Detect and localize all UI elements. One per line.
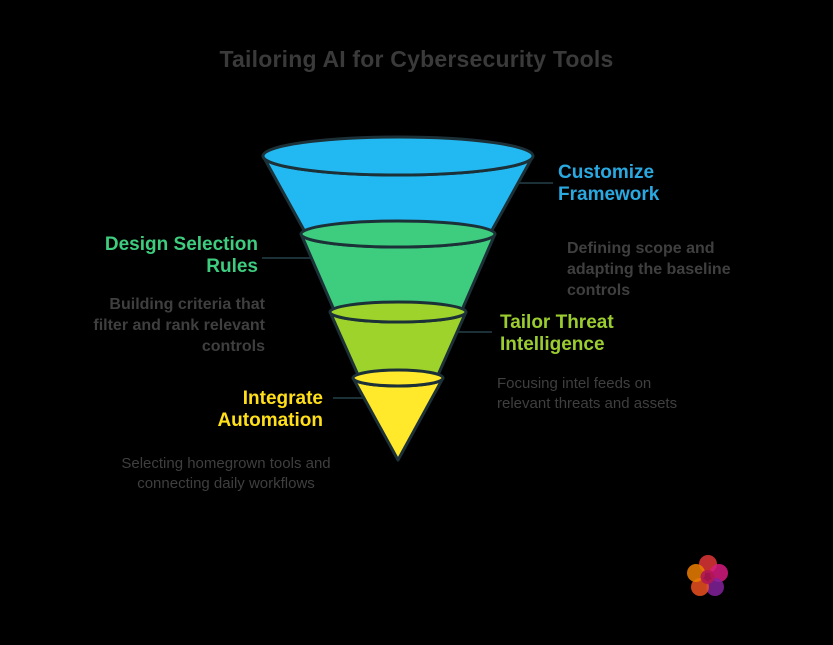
stage-description-design-selection-rules: Building criteria that filter and rank r…	[93, 296, 265, 355]
funnel-rim-customize-framework	[261, 135, 535, 177]
napkin-ai-logo-icon	[687, 555, 728, 596]
stage-description-integrate-automation: Selecting homegrown tools and connecting…	[121, 455, 331, 492]
stage-label-line: Automation	[217, 410, 323, 431]
stage-label-customize-framework: Customize Framework	[558, 162, 659, 206]
stage-label-line: Framework	[558, 184, 660, 205]
funnel-rim-design-selection-rules	[299, 219, 497, 249]
stage-label-line: Intelligence	[500, 334, 605, 355]
funnel-rim-integrate-automation	[351, 368, 445, 388]
funnel-rim-tailor-threat-intelligence	[328, 300, 468, 324]
stage-description-tailor-threat-intelligence: Focusing intel feeds on relevant threats…	[497, 375, 678, 412]
funnel-segment-integrate-automation	[351, 376, 445, 462]
stage-label-line: Tailor Threat	[500, 312, 614, 333]
stage-label-design-selection-rules: Design Selection Rules	[105, 234, 258, 278]
stage-description-customize-framework: Defining scope and adapting the baseline…	[567, 240, 731, 299]
page-title: Tailoring AI for Cybersecurity Tools	[219, 46, 614, 72]
stage-label-line: Integrate	[242, 388, 323, 409]
stage-label-line: Rules	[206, 256, 258, 277]
stage-label-line: Customize	[558, 162, 655, 183]
stage-label-integrate-automation: Integrate Automation	[217, 388, 323, 432]
stage-label-line: Design Selection	[104, 234, 258, 255]
stage-label-tailor-threat-intelligence: Tailor Threat Intelligence	[500, 312, 614, 356]
